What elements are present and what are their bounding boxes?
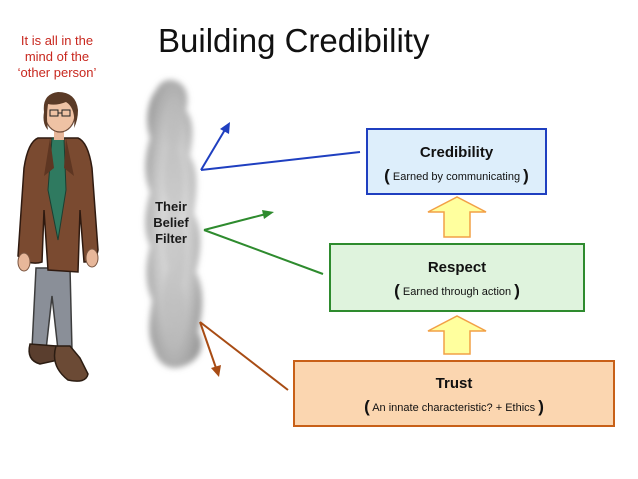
trust-box: Trust ( An innate characteristic? + Ethi… xyxy=(293,360,615,427)
green-connector-arrow xyxy=(203,210,324,275)
side-note-line-1: It is all in the xyxy=(20,33,94,48)
orange-connector-arrow xyxy=(199,321,289,391)
belief-filter-label: Their Belief Filter xyxy=(143,199,199,247)
trust-subtitle: An innate characteristic? + Ethics xyxy=(372,402,536,414)
credibility-title: Credibility xyxy=(419,144,494,161)
trust-subtitle-row: ( An innate characteristic? + Ethics ) xyxy=(295,397,613,417)
close-paren: ) xyxy=(514,281,520,300)
respect-subtitle: Earned through action xyxy=(402,286,512,298)
belief-filter-fog xyxy=(145,79,203,369)
belief-filter-line-3: Filter xyxy=(155,231,187,246)
page-title: Building Credibility xyxy=(158,22,430,59)
credibility-subtitle: Earned by communicating xyxy=(392,171,521,183)
person-figure xyxy=(17,92,99,382)
belief-filter-line-2: Belief xyxy=(153,215,189,230)
credibility-box: Credibility ( Earned by communicating ) xyxy=(366,128,547,195)
open-paren: ( xyxy=(384,166,390,185)
open-paren: ( xyxy=(364,397,370,416)
respect-subtitle-row: ( Earned through action ) xyxy=(331,281,583,301)
up-arrow-trust-to-respect xyxy=(427,315,487,355)
respect-title: Respect xyxy=(427,259,487,276)
side-note-line-3: ‘other person’ xyxy=(17,65,97,80)
open-paren: ( xyxy=(394,281,400,300)
side-note-line-2: mind of the xyxy=(24,49,90,64)
respect-box: Respect ( Earned through action ) xyxy=(329,243,585,312)
side-note: It is all in the mind of the ‘other pers… xyxy=(4,33,110,81)
blue-connector-arrow xyxy=(200,122,361,171)
close-paren: ) xyxy=(523,166,529,185)
belief-filter-line-1: Their xyxy=(155,199,187,214)
up-arrow-respect-to-credibility xyxy=(427,196,487,238)
trust-title: Trust xyxy=(435,375,473,392)
credibility-subtitle-row: ( Earned by communicating ) xyxy=(368,166,545,186)
close-paren: ) xyxy=(538,397,544,416)
